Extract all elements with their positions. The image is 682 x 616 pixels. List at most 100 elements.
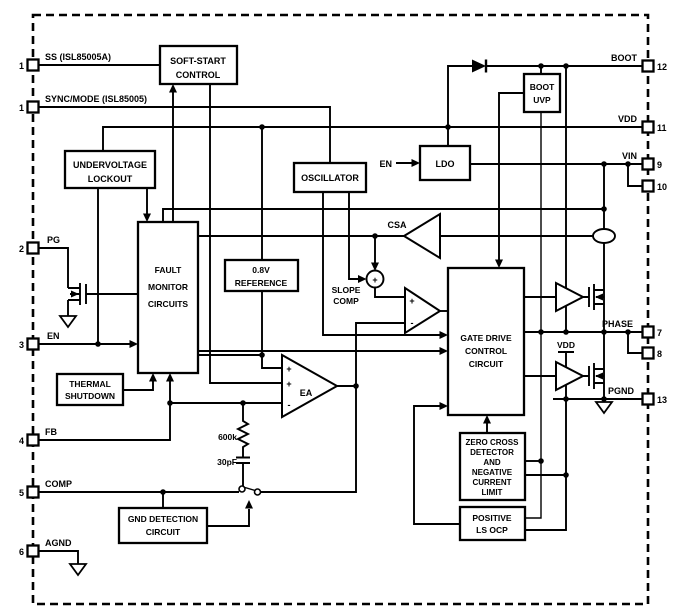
pwm-comparator	[404, 286, 442, 335]
arrowheads	[129, 84, 503, 509]
wire	[322, 192, 441, 336]
switch-contact	[238, 485, 246, 493]
block-ldo: LDO	[418, 144, 472, 182]
pin-vdd: 11 VDD	[618, 114, 667, 134]
pin-fb: 4 FB	[19, 427, 57, 447]
slope-comp-label: COMP	[333, 296, 359, 306]
block-label: SOFT-START	[170, 56, 226, 66]
wire	[498, 92, 524, 261]
slope-comp-label: SLOPE	[332, 285, 361, 295]
pin-label: FB	[45, 427, 57, 437]
comp-resistor-label: 600k	[218, 432, 237, 442]
block-label: GATE DRIVE	[460, 333, 512, 343]
en-ldo-label: EN	[379, 159, 392, 169]
ea-plus-sign: +	[286, 379, 291, 389]
high-side-mosfet	[588, 284, 605, 332]
block-label: AND	[483, 458, 501, 467]
ea-plus-sign: +	[286, 364, 291, 374]
summer-plus-sign: +	[372, 275, 377, 285]
wire	[123, 380, 154, 391]
block-zero-cross: ZERO CROSS DETECTOR AND NEGATIVE CURRENT…	[458, 431, 527, 502]
pg-mosfet	[68, 283, 87, 305]
block-positive-ls-ocp: POSITIVE LS OCP	[458, 505, 527, 542]
ea-label: EA	[300, 388, 313, 398]
pin-label: PHASE	[602, 319, 633, 329]
block-label: CIRCUIT	[146, 527, 181, 537]
pin-label: SYNC/MODE (ISL85005)	[45, 94, 147, 104]
pin-number: 13	[657, 395, 667, 405]
pin-number: 2	[19, 244, 24, 254]
block-label: MONITOR	[148, 282, 188, 292]
block-gate-drive: GATE DRIVE CONTROL CIRCUIT	[446, 266, 526, 417]
block-thermal-shutdown: THERMAL SHUTDOWN	[55, 372, 125, 407]
pin-number: 4	[19, 436, 24, 446]
block-label: LDO	[436, 159, 455, 169]
pin-sync-mode: 1 SYNC/MODE (ISL85005)	[19, 94, 147, 114]
wire	[627, 332, 642, 354]
pin-number: 3	[19, 340, 24, 350]
switch-blade	[244, 486, 256, 492]
block-soft-start: SOFT-START CONTROL	[158, 44, 239, 86]
switch-contact	[253, 488, 262, 496]
comp-switch	[238, 485, 262, 496]
high-side-driver	[555, 281, 586, 313]
pin-label: BOOT	[611, 53, 638, 63]
pins-right: 12 BOOT 11 VDD 9 VIN 10 7 PHASE 8	[602, 53, 667, 406]
block-label: 0.8V	[252, 265, 270, 275]
vdd-lowside-label: VDD	[557, 340, 575, 350]
ground-symbol-pgnd	[594, 401, 614, 415]
block-boot-uvp: BOOT UVP	[522, 72, 562, 114]
comparator-plus-sign: +	[409, 296, 414, 306]
wire	[38, 380, 171, 441]
ea-minus-sign: -	[288, 400, 291, 410]
block-label: THERMAL	[69, 379, 111, 389]
wire	[627, 164, 642, 187]
wires	[38, 64, 642, 564]
pin-number: 12	[657, 62, 667, 72]
block-label: POSITIVE	[472, 513, 512, 523]
block-label: ZERO CROSS	[466, 438, 520, 447]
pin-agnd: 6 AGND	[19, 538, 72, 558]
wire	[102, 126, 642, 151]
pin-label: PGND	[608, 386, 635, 396]
comp-capacitor-label: 30pF	[217, 457, 237, 467]
wire	[348, 192, 359, 280]
pin-pgnd: 13 PGND	[608, 386, 667, 406]
wire	[198, 354, 282, 369]
block-label: LIMIT	[482, 488, 503, 497]
pins-left: 1 SS (ISL85005A) 1 SYNC/MODE (ISL85005) …	[19, 52, 147, 558]
pin-pg: 2 PG	[19, 235, 60, 255]
junction-dots	[95, 63, 631, 495]
block-label: FAULT	[155, 265, 183, 275]
block-label: CIRCUIT	[469, 359, 504, 369]
block-reference: 0.8V REFERENCE	[223, 258, 300, 293]
block-label: BOOT	[530, 82, 555, 92]
pin-phase2: 8	[641, 346, 662, 360]
ground-symbol-pg	[58, 315, 78, 329]
wire	[413, 405, 460, 525]
low-side-driver	[555, 360, 586, 392]
pin-label: COMP	[45, 479, 72, 489]
wire	[447, 65, 472, 127]
block-label: CIRCUITS	[148, 299, 188, 309]
ground-symbol-agnd	[68, 563, 88, 577]
block-label: SHUTDOWN	[65, 391, 115, 401]
pin-label: SS (ISL85005A)	[45, 52, 111, 62]
pin-number: 8	[657, 349, 662, 359]
pin-en: 3 EN	[19, 331, 60, 351]
comparator-minus-sign: -	[411, 318, 414, 328]
block-label: GND DETECTION	[128, 514, 198, 524]
wire	[209, 84, 282, 384]
slope-comp-summer	[365, 269, 385, 289]
block-label: CONTROL	[176, 70, 221, 80]
pin-boot: 12 BOOT	[611, 53, 667, 73]
wire	[162, 208, 604, 222]
pin-number: 9	[657, 160, 662, 170]
block-oscillator: OSCILLATOR	[292, 161, 368, 194]
wire	[374, 287, 405, 298]
boot-diode	[472, 59, 488, 73]
pin-vin2: 10	[641, 179, 667, 193]
ic-boundary	[31, 13, 650, 606]
block-label: CONTROL	[465, 346, 507, 356]
wire	[525, 112, 542, 519]
